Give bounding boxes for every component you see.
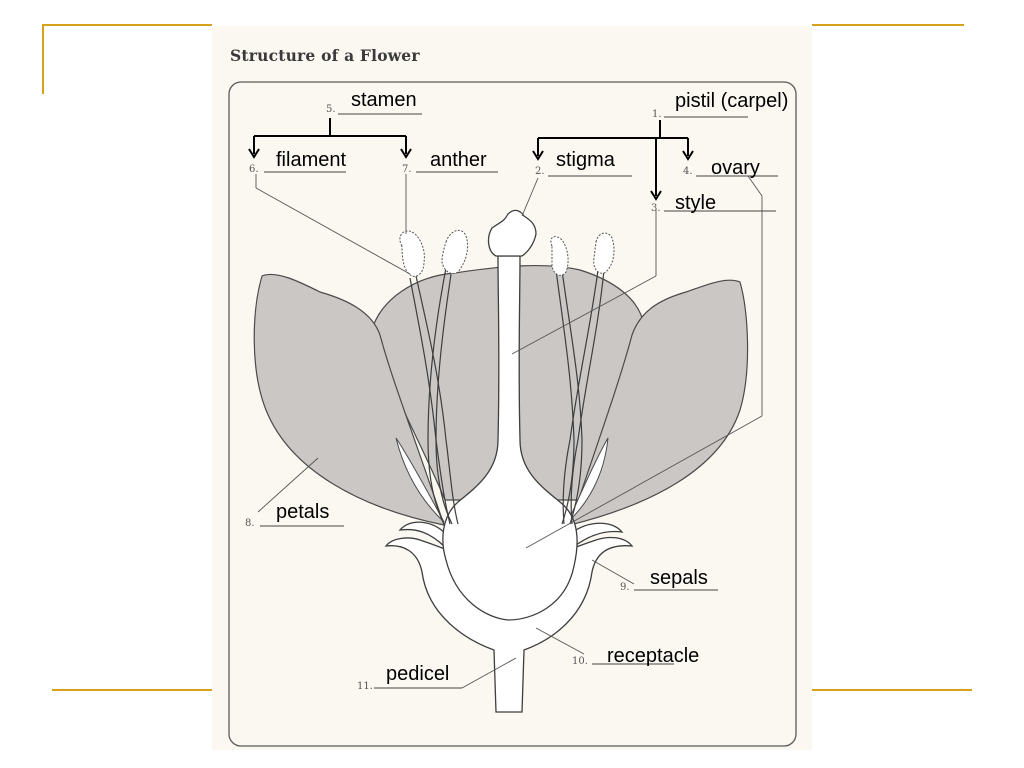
filament-right-2 — [562, 269, 599, 525]
label-number-pedicel: 11. — [357, 681, 373, 692]
anther-right-2 — [593, 232, 615, 274]
label-pedicel: pedicel — [386, 663, 449, 685]
leader-lines — [255, 174, 763, 689]
pistil-arrowheads — [532, 150, 694, 201]
anther-left-2 — [441, 229, 469, 275]
filament-right-1b — [561, 269, 583, 525]
filament-left-1b — [409, 277, 451, 525]
deco-line-top-left — [42, 24, 212, 26]
filament-right-2b — [570, 269, 605, 525]
label-receptacle: receptacle — [607, 645, 699, 667]
filament-left-1 — [415, 275, 459, 525]
label-petals: petals — [276, 501, 329, 523]
stamen-arrowheads — [248, 148, 412, 159]
label-number-stamen: 5. — [326, 104, 336, 115]
label-number-pistil: 1. — [652, 109, 662, 120]
deco-line-top-left-vertical — [42, 24, 44, 94]
pistil — [442, 209, 578, 621]
anther-left-1 — [399, 230, 425, 277]
filament-left-2b — [427, 267, 447, 525]
label-anther: anther — [430, 149, 487, 171]
label-number-stigma: 2. — [535, 166, 545, 177]
label-stigma: stigma — [556, 149, 616, 171]
label-number-ovary: 4. — [683, 166, 693, 177]
answer-lines — [260, 113, 778, 689]
label-pistil: pistil (carpel) — [675, 90, 788, 112]
label-ovary: ovary — [711, 157, 760, 179]
sepal-right — [569, 522, 624, 550]
label-number-petals: 8. — [245, 518, 255, 529]
stamen-bracket — [253, 118, 407, 154]
petal-right — [569, 279, 749, 526]
label-sepals: sepals — [650, 567, 708, 589]
anther-right-1 — [550, 236, 569, 276]
stigma — [487, 209, 537, 257]
filament-left-2 — [435, 267, 453, 525]
label-style: style — [675, 192, 716, 214]
deco-line-top-right — [812, 24, 964, 26]
pistil-bracket — [537, 120, 689, 196]
label-stamen: stamen — [351, 89, 417, 111]
stamens-left — [409, 267, 459, 525]
stamens-right — [555, 269, 605, 525]
ovary — [442, 255, 578, 621]
filament-right-1 — [555, 269, 575, 525]
label-number-filament: 6. — [249, 164, 259, 175]
diagram-frame — [228, 81, 797, 747]
label-number-anther: 7. — [402, 164, 412, 175]
deco-line-bottom-right — [812, 689, 972, 691]
sepal-left — [398, 521, 447, 550]
petal-fold-left — [395, 437, 445, 523]
label-number-style: 3. — [651, 203, 661, 214]
label-number-receptacle: 10. — [572, 656, 588, 667]
deco-line-bottom-left — [52, 689, 212, 691]
label-filament: filament — [276, 149, 346, 171]
petal-left — [253, 273, 445, 526]
label-number-sepals: 9. — [620, 582, 630, 593]
diagram-title: Structure of a Flower — [230, 46, 420, 65]
